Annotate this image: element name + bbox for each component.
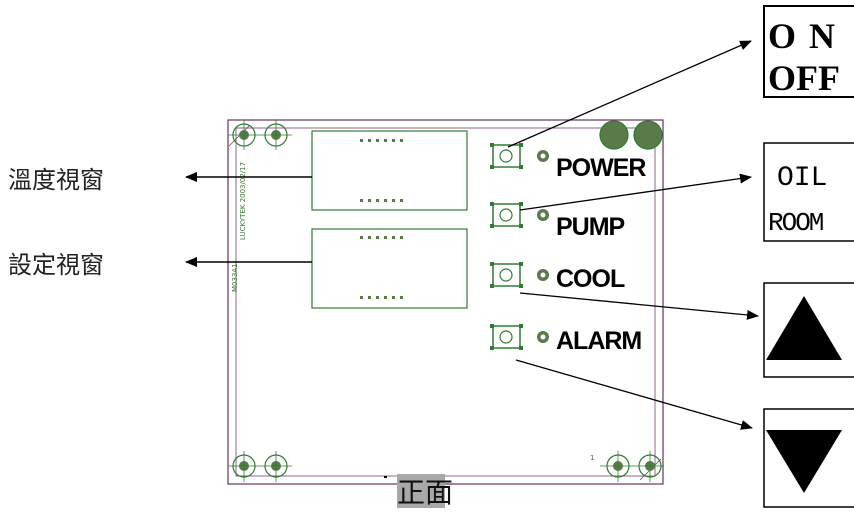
onoff-button[interactable]: O N OFF — [763, 5, 854, 98]
indicator-label-alarm: ALARM — [556, 327, 641, 355]
mounting-hole-top-left — [228, 120, 292, 150]
mounting-hole-bottom-left — [228, 451, 292, 482]
temp-window-label: 溫度視窗 — [8, 166, 104, 194]
silkscreen-model: M033A1 — [231, 263, 239, 292]
led-pump-icon — [537, 209, 549, 221]
arrow-alarm-to-down — [515, 359, 753, 430]
onoff-line2: OFF — [768, 58, 840, 98]
board-outline — [227, 119, 664, 485]
led-power-icon — [537, 150, 549, 162]
oilroom-line2: ROOM — [768, 208, 823, 238]
mounting-hole-bottom-right: 1 — [590, 451, 664, 482]
led-alarm-icon — [537, 331, 549, 343]
pin-mark: 1 — [590, 454, 594, 462]
arrow-cool-to-up — [519, 292, 759, 320]
display-pins-bottom — [360, 199, 403, 202]
up-button[interactable] — [763, 282, 854, 378]
set-window-label: 設定視窗 — [8, 251, 104, 279]
switch-alarm[interactable] — [490, 324, 523, 350]
down-button[interactable] — [763, 408, 854, 508]
down-triangle-icon — [766, 430, 842, 493]
board-inner-outline — [235, 127, 656, 477]
set-display-window — [311, 228, 468, 309]
display-pins-top — [360, 139, 403, 142]
led-cool-icon — [537, 269, 549, 281]
onoff-line1: O N — [768, 16, 837, 56]
switch-pump[interactable] — [490, 202, 523, 228]
oilroom-button[interactable]: OIL ROOM — [763, 142, 854, 242]
temp-display-window — [311, 130, 468, 211]
switch-cool[interactable] — [490, 262, 523, 288]
silkscreen-date: LUCKYTEK 2003/02/17 — [239, 162, 247, 240]
up-triangle-icon — [766, 296, 842, 360]
indicator-label-cool: COOL — [556, 265, 625, 293]
front-label-bg — [397, 474, 445, 508]
indicator-label-power: POWER — [556, 154, 646, 182]
pcb-board: 1 LUCKYTEK 2003/02/17 M033A1 — [227, 119, 664, 485]
display-pins-bottom — [360, 296, 403, 299]
oilroom-line1: OIL — [777, 163, 827, 194]
display-pins-top — [360, 236, 403, 239]
indicator-label-pump: PUMP — [556, 213, 625, 241]
front-label: 正面 — [397, 476, 453, 509]
arrow-power-to-onoff — [507, 40, 752, 148]
switch-power[interactable] — [490, 143, 523, 169]
arrow-pump-to-oilroom — [519, 173, 752, 211]
mounting-hole-top-right — [599, 120, 663, 150]
